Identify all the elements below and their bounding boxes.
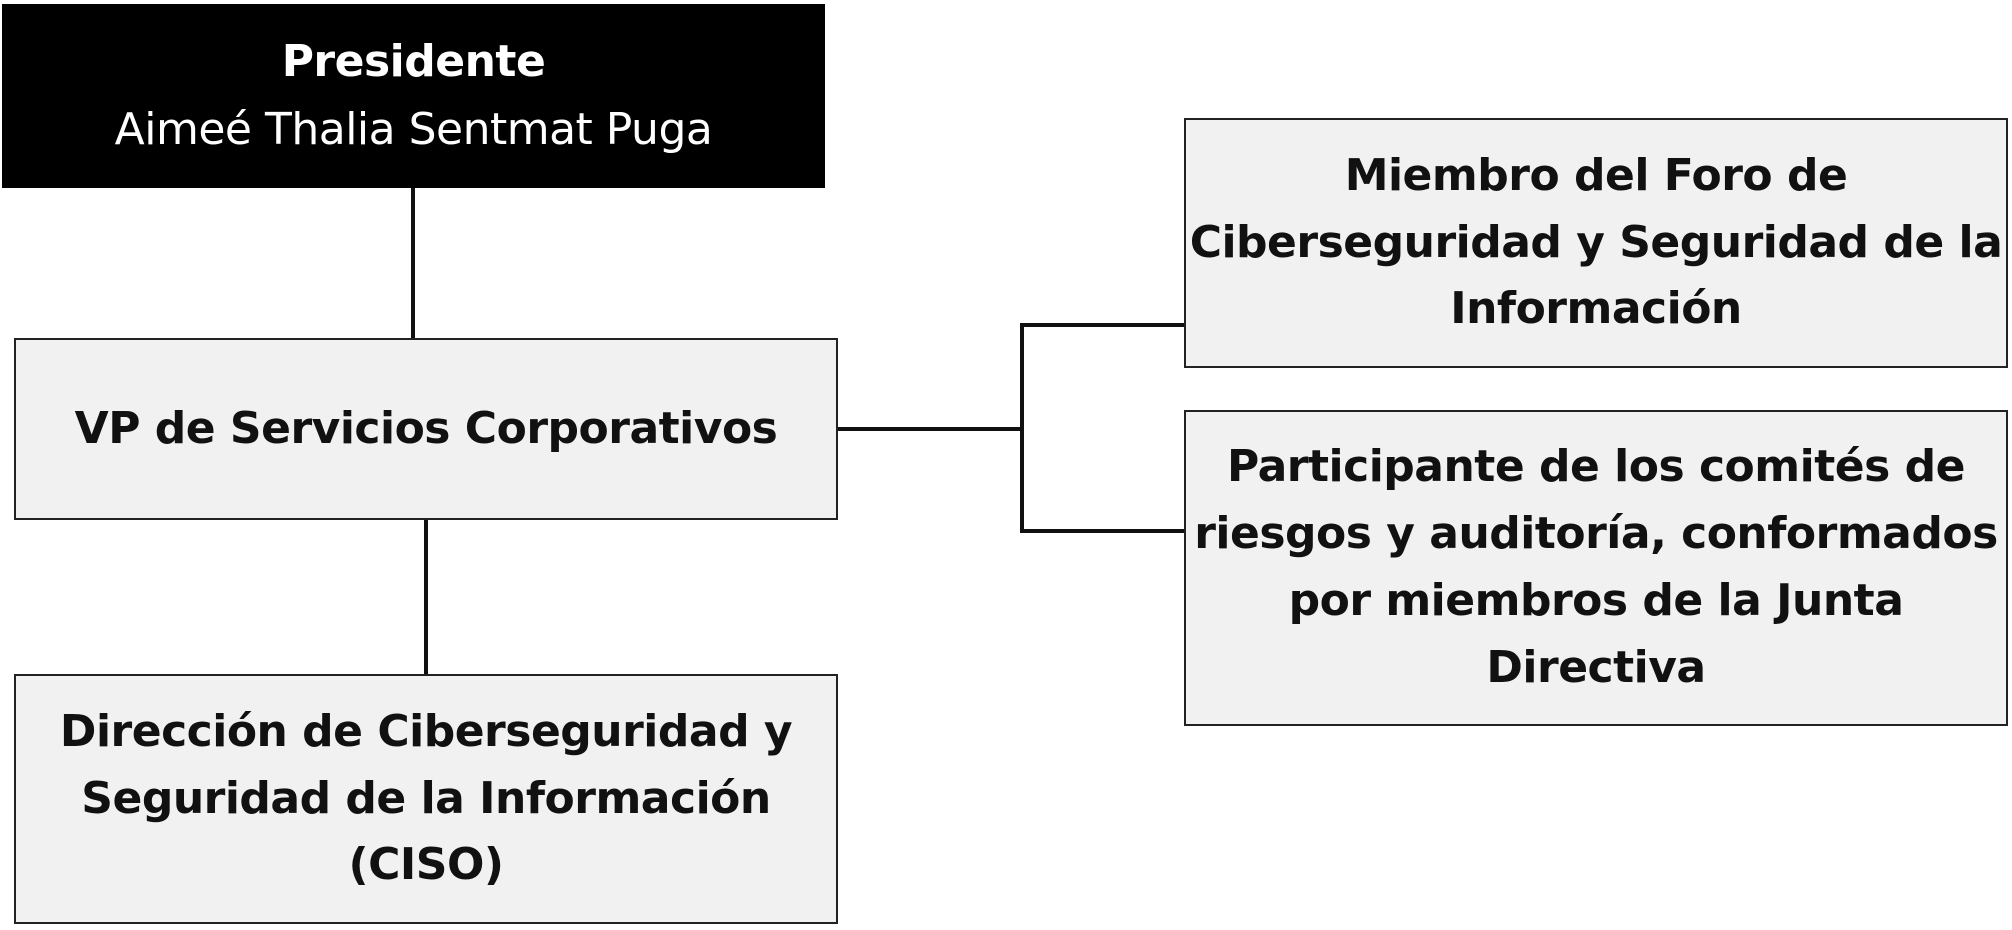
vp-corporate-services-box: VP de Servicios Corporativos bbox=[14, 338, 838, 520]
ciso-line-2: Seguridad de la Información bbox=[81, 772, 771, 824]
connector-vp-ciso bbox=[424, 520, 428, 674]
committees-line-1: Participante de los comités de bbox=[1227, 441, 1965, 493]
forum-line-3: Información bbox=[1450, 283, 1742, 335]
ciso-line-1: Dirección de Ciberseguridad y bbox=[59, 705, 793, 757]
risk-audit-committees-box: Participante de los comités de riesgos y… bbox=[1184, 410, 2008, 726]
ciso-box: Dirección de Ciberseguridad y Seguridad … bbox=[14, 674, 838, 924]
committees-line-4: Directiva bbox=[1486, 641, 1706, 693]
connector-vp-branch bbox=[838, 427, 1024, 431]
forum-line-1: Miembro del Foro de bbox=[1344, 149, 1848, 201]
connector-president-vp bbox=[411, 188, 415, 338]
cybersecurity-forum-box: Miembro del Foro de Ciberseguridad y Seg… bbox=[1184, 118, 2008, 368]
connector-branch-committees bbox=[1020, 529, 1184, 533]
committees-line-3: por miembros de la Junta bbox=[1288, 575, 1904, 626]
forum-line-2: Ciberseguridad y Seguridad de la bbox=[1189, 216, 2003, 268]
ciso-line-3: (CISO) bbox=[348, 839, 504, 891]
president-box: Presidente Aimeé Thalia Sentmat Puga bbox=[2, 4, 825, 188]
connector-branch-vertical bbox=[1020, 323, 1024, 533]
connector-branch-forum bbox=[1020, 323, 1184, 327]
president-name: Aimeé Thalia Sentmat Puga bbox=[114, 104, 713, 155]
vp-title: VP de Servicios Corporativos bbox=[74, 402, 778, 454]
president-title: Presidente bbox=[281, 35, 546, 87]
committees-line-2: riesgos y auditoría, conformados bbox=[1194, 508, 1998, 560]
